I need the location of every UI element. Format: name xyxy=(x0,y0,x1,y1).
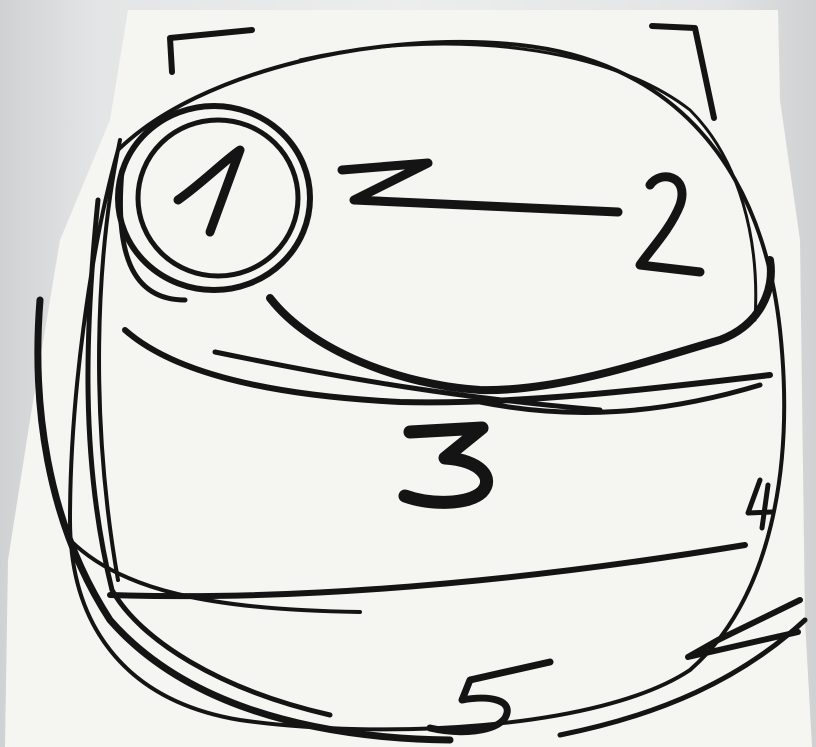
sketch-canvas xyxy=(0,0,816,747)
sketch-photo xyxy=(0,0,816,747)
